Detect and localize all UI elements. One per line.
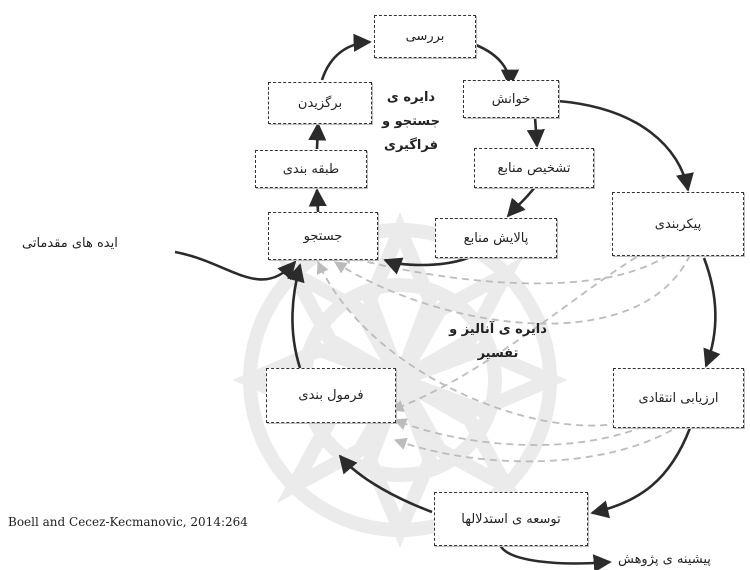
arrow-ideas-to-jostojoo bbox=[174, 250, 297, 281]
citation-text: Boell and Cecez-Kecmanovic, 2014:264 bbox=[8, 515, 248, 529]
box-formulbandi: فرمول بندی bbox=[266, 368, 396, 423]
analysis-circle-label: دایره ی آنالیز و تفسیر bbox=[438, 318, 558, 366]
arrow-khanesh-to-peykarbandi bbox=[557, 99, 694, 192]
box-tosee: توسعه ی استدلالها bbox=[434, 492, 588, 546]
watermark-rosette bbox=[232, 212, 568, 548]
box-barresi: بررسی bbox=[374, 15, 476, 58]
box-jostojoo: جستجو bbox=[268, 212, 378, 260]
search-circle-label: دایره ی جستجو و فراگیری bbox=[378, 86, 444, 158]
arrow-tosee-to-formulbandi bbox=[338, 454, 433, 514]
initial-ideas-label: ایده های مقدماتی bbox=[22, 236, 118, 251]
flow-arrows bbox=[174, 33, 721, 570]
arrow-tashkhis-to-palayesh bbox=[506, 186, 537, 218]
arrow-tosee-to-pishineh bbox=[498, 544, 612, 570]
feedback-arrow-6 bbox=[390, 239, 669, 412]
analysis-circle-line-1: دایره ی آنالیز و bbox=[449, 322, 547, 337]
search-circle-line-3: فراگیری bbox=[384, 138, 438, 153]
arrow-arzyabi-to-tosee bbox=[590, 427, 692, 519]
search-circle-line-1: دایره ی bbox=[386, 90, 436, 105]
box-palayesh: پالایش منابع bbox=[435, 218, 557, 258]
search-circle-line-2: جستجو و bbox=[381, 114, 441, 129]
arrow-khanesh-to-tashkhis bbox=[526, 116, 545, 148]
feedback-arrow-5 bbox=[393, 429, 673, 463]
arrow-tabaghe-to-bargozidan bbox=[308, 122, 327, 150]
box-bargozidan: برگزیدن bbox=[268, 82, 372, 124]
feedback-arrow-4 bbox=[393, 409, 676, 446]
box-arzyabi: ارزیابی انتقادی bbox=[613, 368, 744, 428]
box-khanesh: خوانش bbox=[463, 80, 559, 118]
feedback-arrow-2 bbox=[333, 254, 691, 325]
arrow-bargozidan-to-barresi bbox=[320, 33, 372, 81]
arrow-peykarbandi-to-arzyabi bbox=[702, 257, 721, 368]
box-tashkhis: تشخیص منابع bbox=[474, 148, 594, 188]
arrow-jostojoo-to-tabaghe bbox=[308, 188, 327, 213]
box-peykarbandi: پیکربندی bbox=[612, 192, 744, 256]
box-tabaghe: طبقه بندی bbox=[255, 150, 367, 188]
arrow-formulbandi-to-jostojoo bbox=[286, 263, 305, 369]
analysis-circle-line-2: تفسیر bbox=[477, 346, 519, 361]
arrow-palayesh-to-jostojoo bbox=[383, 256, 469, 275]
literature-review-label: پیشینه ی پژوهش bbox=[618, 552, 711, 567]
